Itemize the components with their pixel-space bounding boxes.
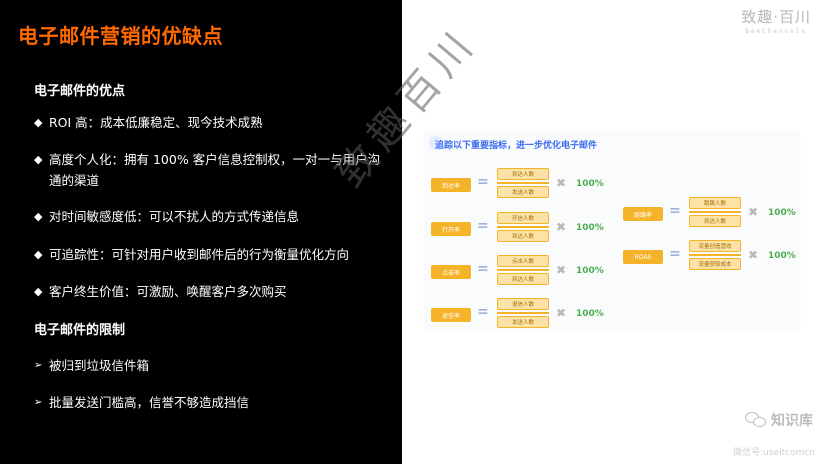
metrics-diagram: 追踪以下重要指标，进一步优化电子邮件 到达率 = 到达人数 发送人数 ✖ 100… xyxy=(423,130,801,332)
diamond-bullet-icon: ◆ xyxy=(34,210,43,223)
arrow-bullet-icon: ➢ xyxy=(34,397,43,408)
percent-value: 100% xyxy=(576,309,604,319)
numerator: 到达人数 xyxy=(497,168,549,180)
pro-item: ◆ ROI 高：成本低廉稳定、现今技术成熟 xyxy=(34,112,384,133)
pro-item-text: 可追踪性：可针对用户收到邮件后的行为衡量优化方向 xyxy=(49,247,350,262)
title-dot-icon xyxy=(429,136,443,150)
metric-label: 打开率 xyxy=(431,222,471,236)
numerator: 跑跳人数 xyxy=(689,197,741,209)
denominator: 发送人数 xyxy=(497,186,549,198)
footer-sub: 微信号:useitcomcn xyxy=(733,448,815,458)
multiply-icon: ✖ xyxy=(748,205,759,219)
slide-title: 电子邮件营销的优缺点 xyxy=(18,24,223,48)
arrow-bullet-icon: ➢ xyxy=(34,360,43,371)
multiply-icon: ✖ xyxy=(556,176,567,190)
equals-icon: = xyxy=(669,246,681,262)
diamond-bullet-icon: ◆ xyxy=(34,248,43,261)
metric-label: 到达率 xyxy=(431,178,471,192)
brand-sub: BeeChannels xyxy=(745,28,807,35)
denominator: 流量获取成本 xyxy=(689,258,741,270)
percent-value: 100% xyxy=(576,179,604,189)
percent-value: 100% xyxy=(576,223,604,233)
fraction: 开信人数 到达人数 xyxy=(497,212,549,242)
denominator: 到达人数 xyxy=(497,230,549,242)
pros-heading: 电子邮件的优点 xyxy=(34,84,126,99)
metric-label: 退信率 xyxy=(431,308,471,322)
numerator: 点击人数 xyxy=(497,255,549,267)
fraction-line xyxy=(497,269,549,271)
con-item: ➢ 被归到垃圾信件箱 xyxy=(34,355,384,376)
metric-label: ROAS xyxy=(623,250,663,264)
denominator: 到达人数 xyxy=(497,273,549,285)
footer-label: 知识库 xyxy=(771,413,813,429)
diamond-bullet-icon: ◆ xyxy=(34,116,43,129)
equals-icon: = xyxy=(669,203,681,219)
fraction-line xyxy=(497,182,549,184)
fraction-line xyxy=(497,312,549,314)
fraction-line xyxy=(689,211,741,213)
pro-item-text: ROI 高：成本低廉稳定、现今技术成熟 xyxy=(49,115,263,130)
equals-icon: = xyxy=(477,218,489,234)
fraction: 流量创造营收 流量获取成本 xyxy=(689,240,741,270)
multiply-icon: ✖ xyxy=(748,248,759,262)
fraction: 点击人数 到达人数 xyxy=(497,255,549,285)
fraction: 退信人数 发送人数 xyxy=(497,298,549,328)
pro-item-text: 对时间敏感度低：可以不扰人的方式传递信息 xyxy=(49,209,300,224)
equals-icon: = xyxy=(477,261,489,277)
denominator: 发送人数 xyxy=(497,316,549,328)
multiply-icon: ✖ xyxy=(556,263,567,277)
equals-icon: = xyxy=(477,174,489,190)
pro-item-text: 高度个人化：拥有 100% 客户信息控制权，一对一与用户沟通的渠道 xyxy=(49,152,381,188)
wechat-icon xyxy=(745,412,767,428)
diagram-title: 追踪以下重要指标，进一步优化电子邮件 xyxy=(435,141,598,151)
cons-heading: 电子邮件的限制 xyxy=(34,323,126,338)
con-item-text: 被归到垃圾信件箱 xyxy=(49,358,150,373)
pro-item: ◆ 可追踪性：可针对用户收到邮件后的行为衡量优化方向 xyxy=(34,244,384,265)
wechat-mark: 知识库 xyxy=(745,410,813,430)
fraction-line xyxy=(497,226,549,228)
multiply-icon: ✖ xyxy=(556,306,567,320)
percent-value: 100% xyxy=(768,251,796,261)
pro-item: ◆ 对时间敏感度低：可以不扰人的方式传递信息 xyxy=(34,206,384,227)
percent-value: 100% xyxy=(768,208,796,218)
numerator: 流量创造营收 xyxy=(689,240,741,252)
brand-name: 致趣·百川 xyxy=(741,8,811,26)
pro-item-text: 客户终生价值：可激励、唤醒客户多次购买 xyxy=(49,284,287,299)
percent-value: 100% xyxy=(576,266,604,276)
diamond-bullet-icon: ◆ xyxy=(34,285,43,298)
fraction-line xyxy=(689,254,741,256)
con-item: ➢ 批量发送门槛高，信誉不够造成挡信 xyxy=(34,392,384,413)
diamond-bullet-icon: ◆ xyxy=(34,153,43,166)
metric-label: 跑跳率 xyxy=(623,207,663,221)
numerator: 开信人数 xyxy=(497,212,549,224)
brand-logo: 致趣·百川 BeeChannels xyxy=(741,6,811,35)
equals-icon: = xyxy=(477,304,489,320)
denominator: 到达人数 xyxy=(689,215,741,227)
left-panel: 电子邮件营销的优缺点 电子邮件的优点 ◆ ROI 高：成本低廉稳定、现今技术成熟… xyxy=(0,0,402,464)
numerator: 退信人数 xyxy=(497,298,549,310)
multiply-icon: ✖ xyxy=(556,220,567,234)
pro-item: ◆ 高度个人化：拥有 100% 客户信息控制权，一对一与用户沟通的渠道 xyxy=(34,149,384,191)
pro-item: ◆ 客户终生价值：可激励、唤醒客户多次购买 xyxy=(34,281,384,302)
metric-label: 点击率 xyxy=(431,265,471,279)
con-item-text: 批量发送门槛高，信誉不够造成挡信 xyxy=(49,395,250,410)
fraction: 到达人数 发送人数 xyxy=(497,168,549,198)
fraction: 跑跳人数 到达人数 xyxy=(689,197,741,227)
